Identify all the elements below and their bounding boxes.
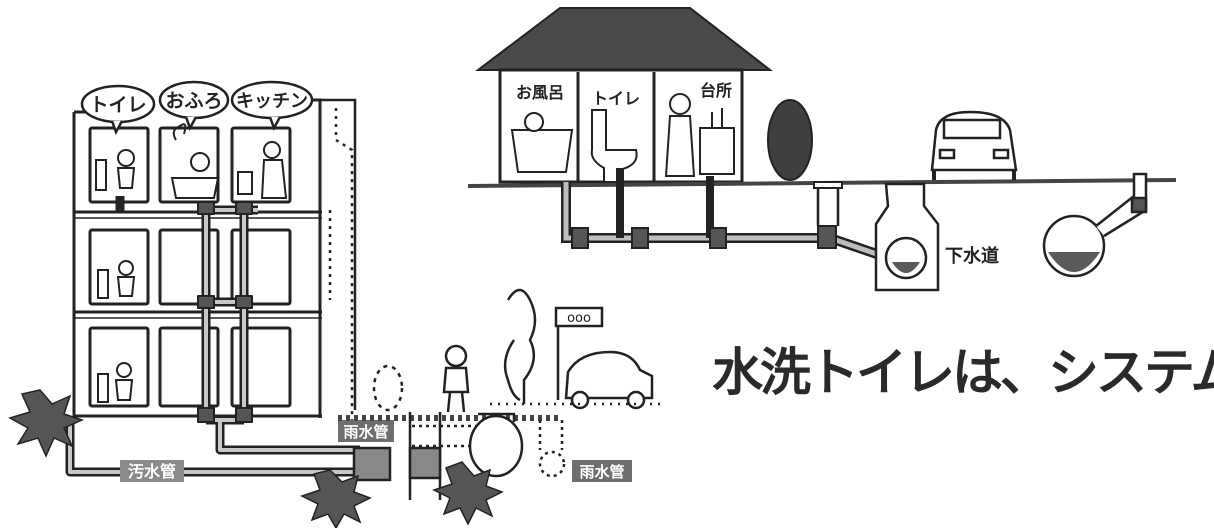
leak-burst-icon [8, 389, 504, 528]
room-label-kitchen: 台所 [700, 81, 732, 100]
bubble-toilet: トイレ [80, 84, 156, 136]
headline-title: 水洗トイレは、システム [712, 344, 1214, 403]
bath-person-icon [170, 123, 220, 199]
toilet-person-icon [97, 362, 134, 403]
svg-text:汚水管: 汚水管 [128, 462, 176, 481]
street-underground [338, 412, 566, 500]
bubble-bath: おふろ [158, 80, 230, 132]
street-scene [372, 288, 660, 413]
kitchen-person-icon [237, 141, 288, 199]
rain-pipe-label-upper: 雨水管 [338, 420, 394, 442]
bubble-toilet-label: トイレ [89, 94, 146, 116]
apartment-building [72, 98, 357, 420]
toilet-person-icon [97, 260, 136, 299]
house [475, 7, 773, 184]
svg-text:雨水管: 雨水管 [343, 423, 388, 441]
svg-text:雨水管: 雨水管 [579, 463, 624, 481]
room-label-toilet: トイレ [592, 89, 640, 108]
traffic-sign-label: ooo [567, 311, 591, 326]
sewage-pipe-label: 汚水管 [120, 460, 184, 482]
parked-car-icon [930, 110, 1018, 180]
bubble-kitchen-label: キッチン [236, 91, 308, 112]
house-drain-pipes [561, 168, 902, 267]
bush-icon [767, 99, 813, 181]
house-room-labels: お風呂 トイレ 台所 [516, 81, 732, 108]
room-label-bath: お風呂 [516, 83, 564, 102]
toilet-person-icon [95, 149, 136, 191]
apartment-drain-pipes [65, 196, 360, 477]
sewer-label: 下水道 [945, 245, 999, 267]
rain-pipe-label-lower: 雨水管 [572, 460, 632, 482]
sewer-manhole [874, 172, 1148, 292]
bubble-bath-label: おふろ [165, 90, 222, 112]
bubble-kitchen: キッチン [230, 80, 314, 132]
